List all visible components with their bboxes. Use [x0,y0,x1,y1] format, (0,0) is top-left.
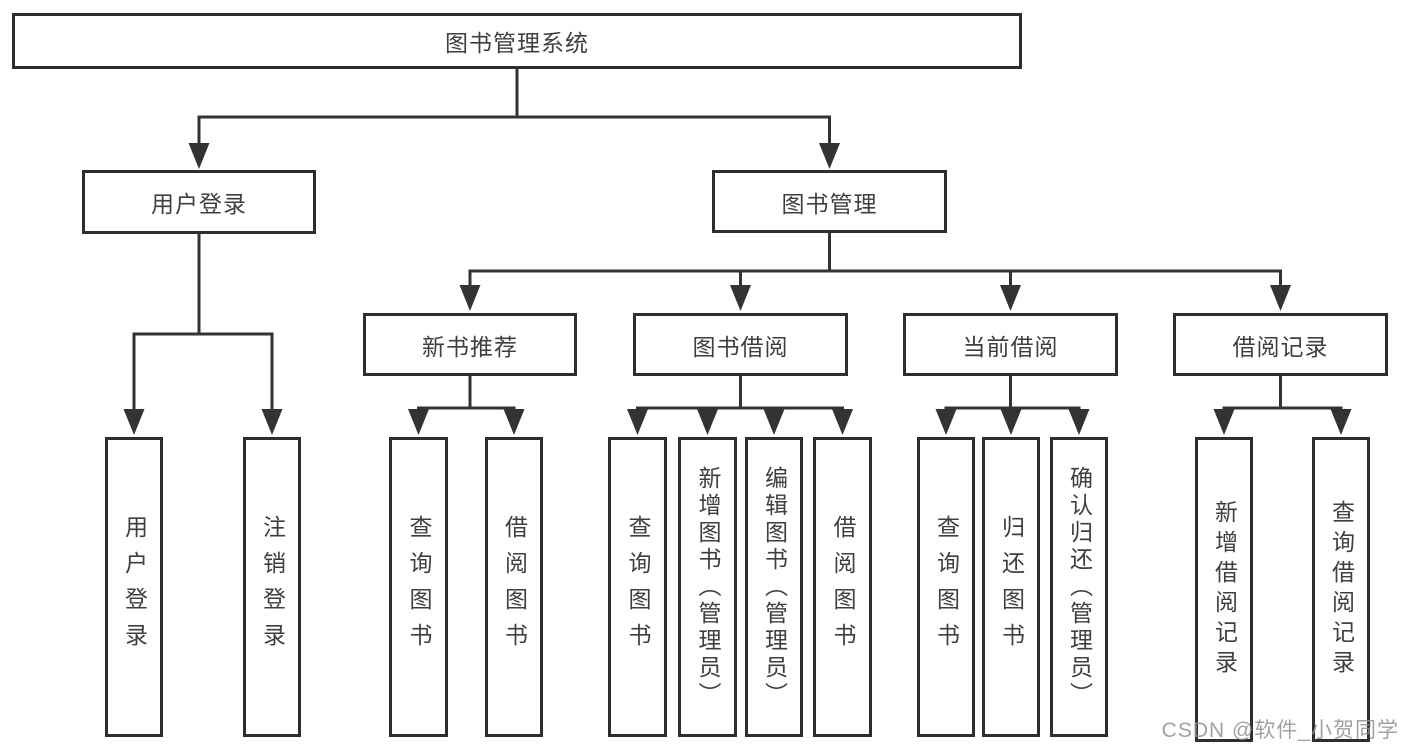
arrow-down-icon [697,409,718,435]
node-book-management-label: 图书管理 [781,190,878,217]
arrow-down-icon [730,285,751,311]
node-library-system: 图书管理系统 [12,13,1022,69]
arrow-down-icon [1270,285,1291,311]
arrow-down-icon [1213,409,1235,435]
arrow-down-icon [627,409,648,435]
arrow-down-icon [763,409,785,435]
leaf-borrowing-borrow-books: 借阅图书 [813,437,872,737]
node-current-borrowing-label: 当前借阅 [962,333,1059,360]
arrow-down-icon [123,409,145,435]
connector-new-book-recommend [417,376,516,411]
node-user-login-label: 用户登录 [151,191,247,217]
leaf-borrowing-query-books-label: 查询图书 [625,515,651,659]
arrow-down-icon [261,409,283,435]
leaf-user-login-label: 用户登录 [121,515,148,659]
arrow-down-icon [408,409,429,435]
leaf-confirm-return-admin-label: 确认归还（管理员） [1066,465,1093,709]
node-book-borrowing-label: 图书借阅 [692,333,789,360]
arrow-down-icon [459,285,481,311]
leaf-add-books-admin: 新增图书（管理员） [678,437,737,737]
node-book-management: 图书管理 [712,170,947,233]
leaf-current-query-books-label: 查询图书 [933,515,960,659]
node-new-book-recommend-label: 新书推荐 [422,333,518,360]
leaf-recommend-borrow-books-label: 借阅图书 [501,515,528,659]
node-borrowing-records-label: 借阅记录 [1232,333,1329,360]
node-current-borrowing: 当前借阅 [903,313,1118,376]
connector-root [197,68,831,146]
leaf-return-books-label: 归还图书 [998,515,1025,659]
leaf-add-borrow-record: 新增借阅记录 [1195,437,1253,742]
node-library-system-label: 图书管理系统 [445,30,589,56]
leaf-edit-books-admin-label: 编辑图书（管理员） [761,465,788,709]
csdn-watermark: CSDN @软件_小贺同学 [1161,719,1399,742]
leaf-recommend-query-books: 查询图书 [389,437,448,737]
leaf-logout-label: 注销登录 [259,515,286,659]
connector-book-borrowing [636,376,844,411]
connector-book-management [468,233,1282,289]
leaf-confirm-return-admin: 确认归还（管理员） [1050,437,1108,737]
leaf-add-books-admin-label: 新增图书（管理员） [695,465,721,709]
leaf-edit-books-admin: 编辑图书（管理员） [745,437,803,737]
arrow-down-icon [832,409,853,435]
leaf-borrowing-query-books: 查询图书 [608,437,667,737]
node-new-book-recommend: 新书推荐 [363,313,577,376]
connector-user-login [132,234,274,412]
leaf-query-borrow-record-label: 查询借阅记录 [1328,499,1355,680]
leaf-recommend-query-books-label: 查询图书 [406,515,432,659]
leaf-user-login: 用户登录 [105,437,163,737]
connector-borrowing-records [1222,376,1343,411]
arrow-down-icon [188,143,210,169]
arrow-down-icon [503,409,525,435]
arrow-down-icon [1068,409,1090,435]
connector-current-borrowing [944,376,1081,411]
leaf-return-books: 归还图书 [982,437,1040,737]
leaf-logout: 注销登录 [243,437,301,737]
arrow-down-icon [819,143,840,169]
leaf-query-borrow-record: 查询借阅记录 [1312,437,1370,742]
leaf-current-query-books: 查询图书 [917,437,975,737]
arrow-down-icon [935,409,957,435]
leaf-recommend-borrow-books: 借阅图书 [485,437,543,737]
leaf-borrowing-borrow-books-label: 借阅图书 [830,515,856,659]
arrow-down-icon [1330,409,1352,435]
leaf-add-borrow-record-label: 新增借阅记录 [1211,499,1238,680]
node-user-login: 用户登录 [82,170,316,234]
arrow-down-icon [1000,285,1021,311]
node-borrowing-records: 借阅记录 [1173,313,1388,376]
node-book-borrowing: 图书借阅 [633,313,848,376]
arrow-down-icon [1000,409,1022,435]
